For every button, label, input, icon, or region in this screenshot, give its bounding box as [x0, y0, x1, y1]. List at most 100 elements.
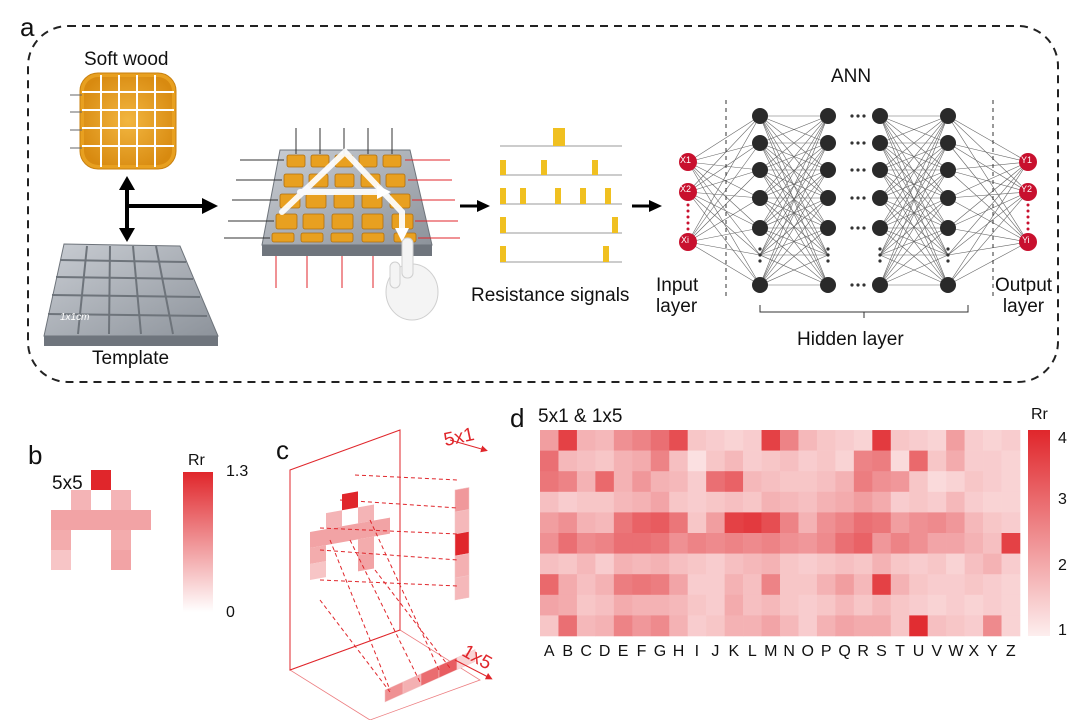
heatmap-cell	[669, 512, 688, 534]
heatmap-cell	[964, 430, 984, 451]
heatmap-cell	[558, 594, 578, 616]
heatmap-cell	[798, 512, 818, 534]
heatmap-cell	[687, 594, 707, 616]
grid-b-cell	[131, 510, 151, 530]
heatmap-cell	[706, 450, 725, 472]
panel-b-colorbar-min: 0	[226, 604, 235, 621]
grid-c-cell	[310, 545, 326, 564]
ellipsis-dot	[826, 253, 830, 257]
grid-c-cell	[310, 561, 326, 580]
heatmap-cell	[927, 553, 947, 575]
heatmap-cell	[890, 450, 910, 472]
heatmap-cell	[540, 574, 559, 596]
heatmap-cell	[706, 430, 725, 451]
heatmap-cell	[946, 574, 965, 596]
heatmap-cell	[558, 533, 578, 554]
heatmap-cell	[835, 471, 855, 493]
panel-d-colorbar	[1028, 430, 1050, 636]
heatmap-cell	[613, 512, 633, 534]
heatmap-cell	[780, 533, 799, 554]
heatmap-cell	[983, 430, 1002, 451]
heatmap-cell	[724, 450, 744, 472]
heatmap-cell	[540, 512, 559, 534]
heatmap-cell	[946, 512, 965, 534]
heatmap-cell	[964, 471, 984, 493]
hidden-node	[940, 190, 956, 206]
heatmap-cell	[687, 430, 707, 451]
heatmap-cell	[632, 512, 652, 534]
heatmap-cell	[835, 615, 855, 637]
heatmap-cell	[1001, 615, 1021, 637]
heatmap-x-label: N	[783, 643, 795, 660]
output-layer-label: Output layer	[995, 275, 1053, 317]
col-5x1-cell	[454, 553, 470, 579]
ellipsis-dot	[856, 141, 860, 145]
heatmap-cell	[540, 615, 559, 637]
heatmap-cell	[540, 430, 559, 451]
heatmap-cell	[540, 471, 559, 493]
heatmap-cell	[613, 574, 633, 596]
soft-wood-label: Soft wood	[84, 49, 169, 70]
heatmap-cell	[595, 450, 615, 472]
heatmap-cell	[724, 430, 744, 451]
heatmap-cell	[853, 471, 873, 493]
heatmap-cell	[983, 574, 1002, 596]
heatmap-cell	[780, 553, 799, 575]
ellipsis-dot	[856, 283, 860, 287]
heatmap-cell	[558, 615, 578, 637]
heatmap-cell	[816, 553, 836, 575]
hidden-node	[752, 220, 768, 236]
heatmap-cell	[558, 450, 578, 472]
heatmap-cell	[983, 471, 1002, 493]
heatmap-cell	[983, 553, 1002, 575]
heatmap-cell	[909, 512, 928, 534]
ellipsis-dot	[850, 114, 854, 118]
ann-network	[679, 100, 1037, 318]
heatmap-cell	[650, 574, 670, 596]
heatmap-cell	[1001, 512, 1021, 534]
ellipsis-dot	[1026, 215, 1030, 219]
heatmap-cell	[595, 430, 615, 451]
heatmap-cell	[798, 553, 818, 575]
heatmap-cell	[835, 574, 855, 596]
template-scale-label: 1x1cm	[60, 312, 90, 323]
heatmap-cell	[632, 471, 652, 493]
heatmap-cell	[613, 594, 633, 616]
panel-d-title: 5x1 & 1x5	[538, 406, 623, 427]
heatmap-cell	[540, 553, 559, 575]
heatmap-cell	[816, 430, 836, 451]
heatmap-cell	[650, 615, 670, 637]
heatmap-cell	[816, 533, 836, 554]
heatmap-cell	[983, 594, 1002, 616]
heatmap-cell	[946, 450, 965, 472]
heatmap-cell	[743, 430, 762, 451]
heatmap-cell	[632, 574, 652, 596]
heatmap-cell	[890, 430, 910, 451]
heatmap-x-label: K	[728, 643, 740, 660]
ellipsis-dot	[862, 283, 866, 287]
heatmap-cell	[927, 430, 947, 451]
heatmap-cell	[595, 491, 615, 513]
template-plate	[43, 243, 219, 346]
heatmap-cell	[669, 450, 688, 472]
heatmap-cell	[687, 553, 707, 575]
output-node-i-label: Yi	[1022, 235, 1030, 245]
heatmap-cell	[872, 512, 892, 534]
heatmap-cell	[983, 533, 1002, 554]
heatmap-cell	[650, 450, 670, 472]
panel-b-grid-label: 5x5	[52, 473, 83, 494]
heatmap-cell	[835, 512, 855, 534]
heatmap-x-label: L	[747, 643, 757, 660]
heatmap-x-label: G	[653, 643, 667, 660]
heatmap-cell	[687, 512, 707, 534]
heatmap-x-label: I	[694, 643, 700, 660]
heatmap-cell	[853, 574, 873, 596]
heatmap-cell	[669, 430, 688, 451]
ellipsis-dot	[826, 247, 830, 251]
heatmap-cell	[595, 594, 615, 616]
ellipsis-dot	[758, 259, 762, 263]
heatmap-cell	[743, 553, 762, 575]
heatmap-cell	[724, 491, 744, 513]
heatmap-cell	[761, 491, 781, 513]
heatmap-cell	[890, 553, 910, 575]
